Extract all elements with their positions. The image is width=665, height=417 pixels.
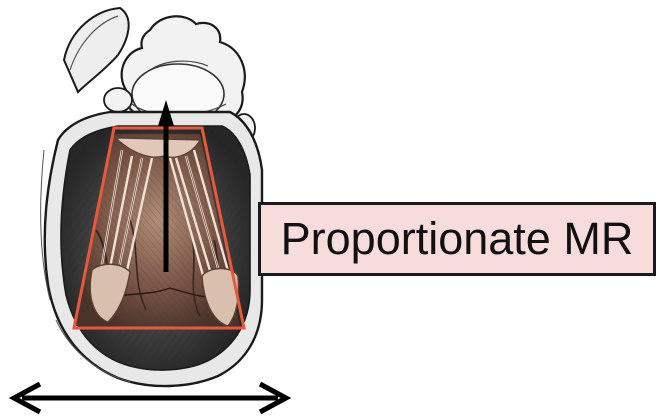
ventricle-width-double-arrow xyxy=(14,384,286,412)
label-text: Proportionate MR xyxy=(281,213,634,265)
proportionate-mr-label: Proportionate MR xyxy=(258,202,656,276)
